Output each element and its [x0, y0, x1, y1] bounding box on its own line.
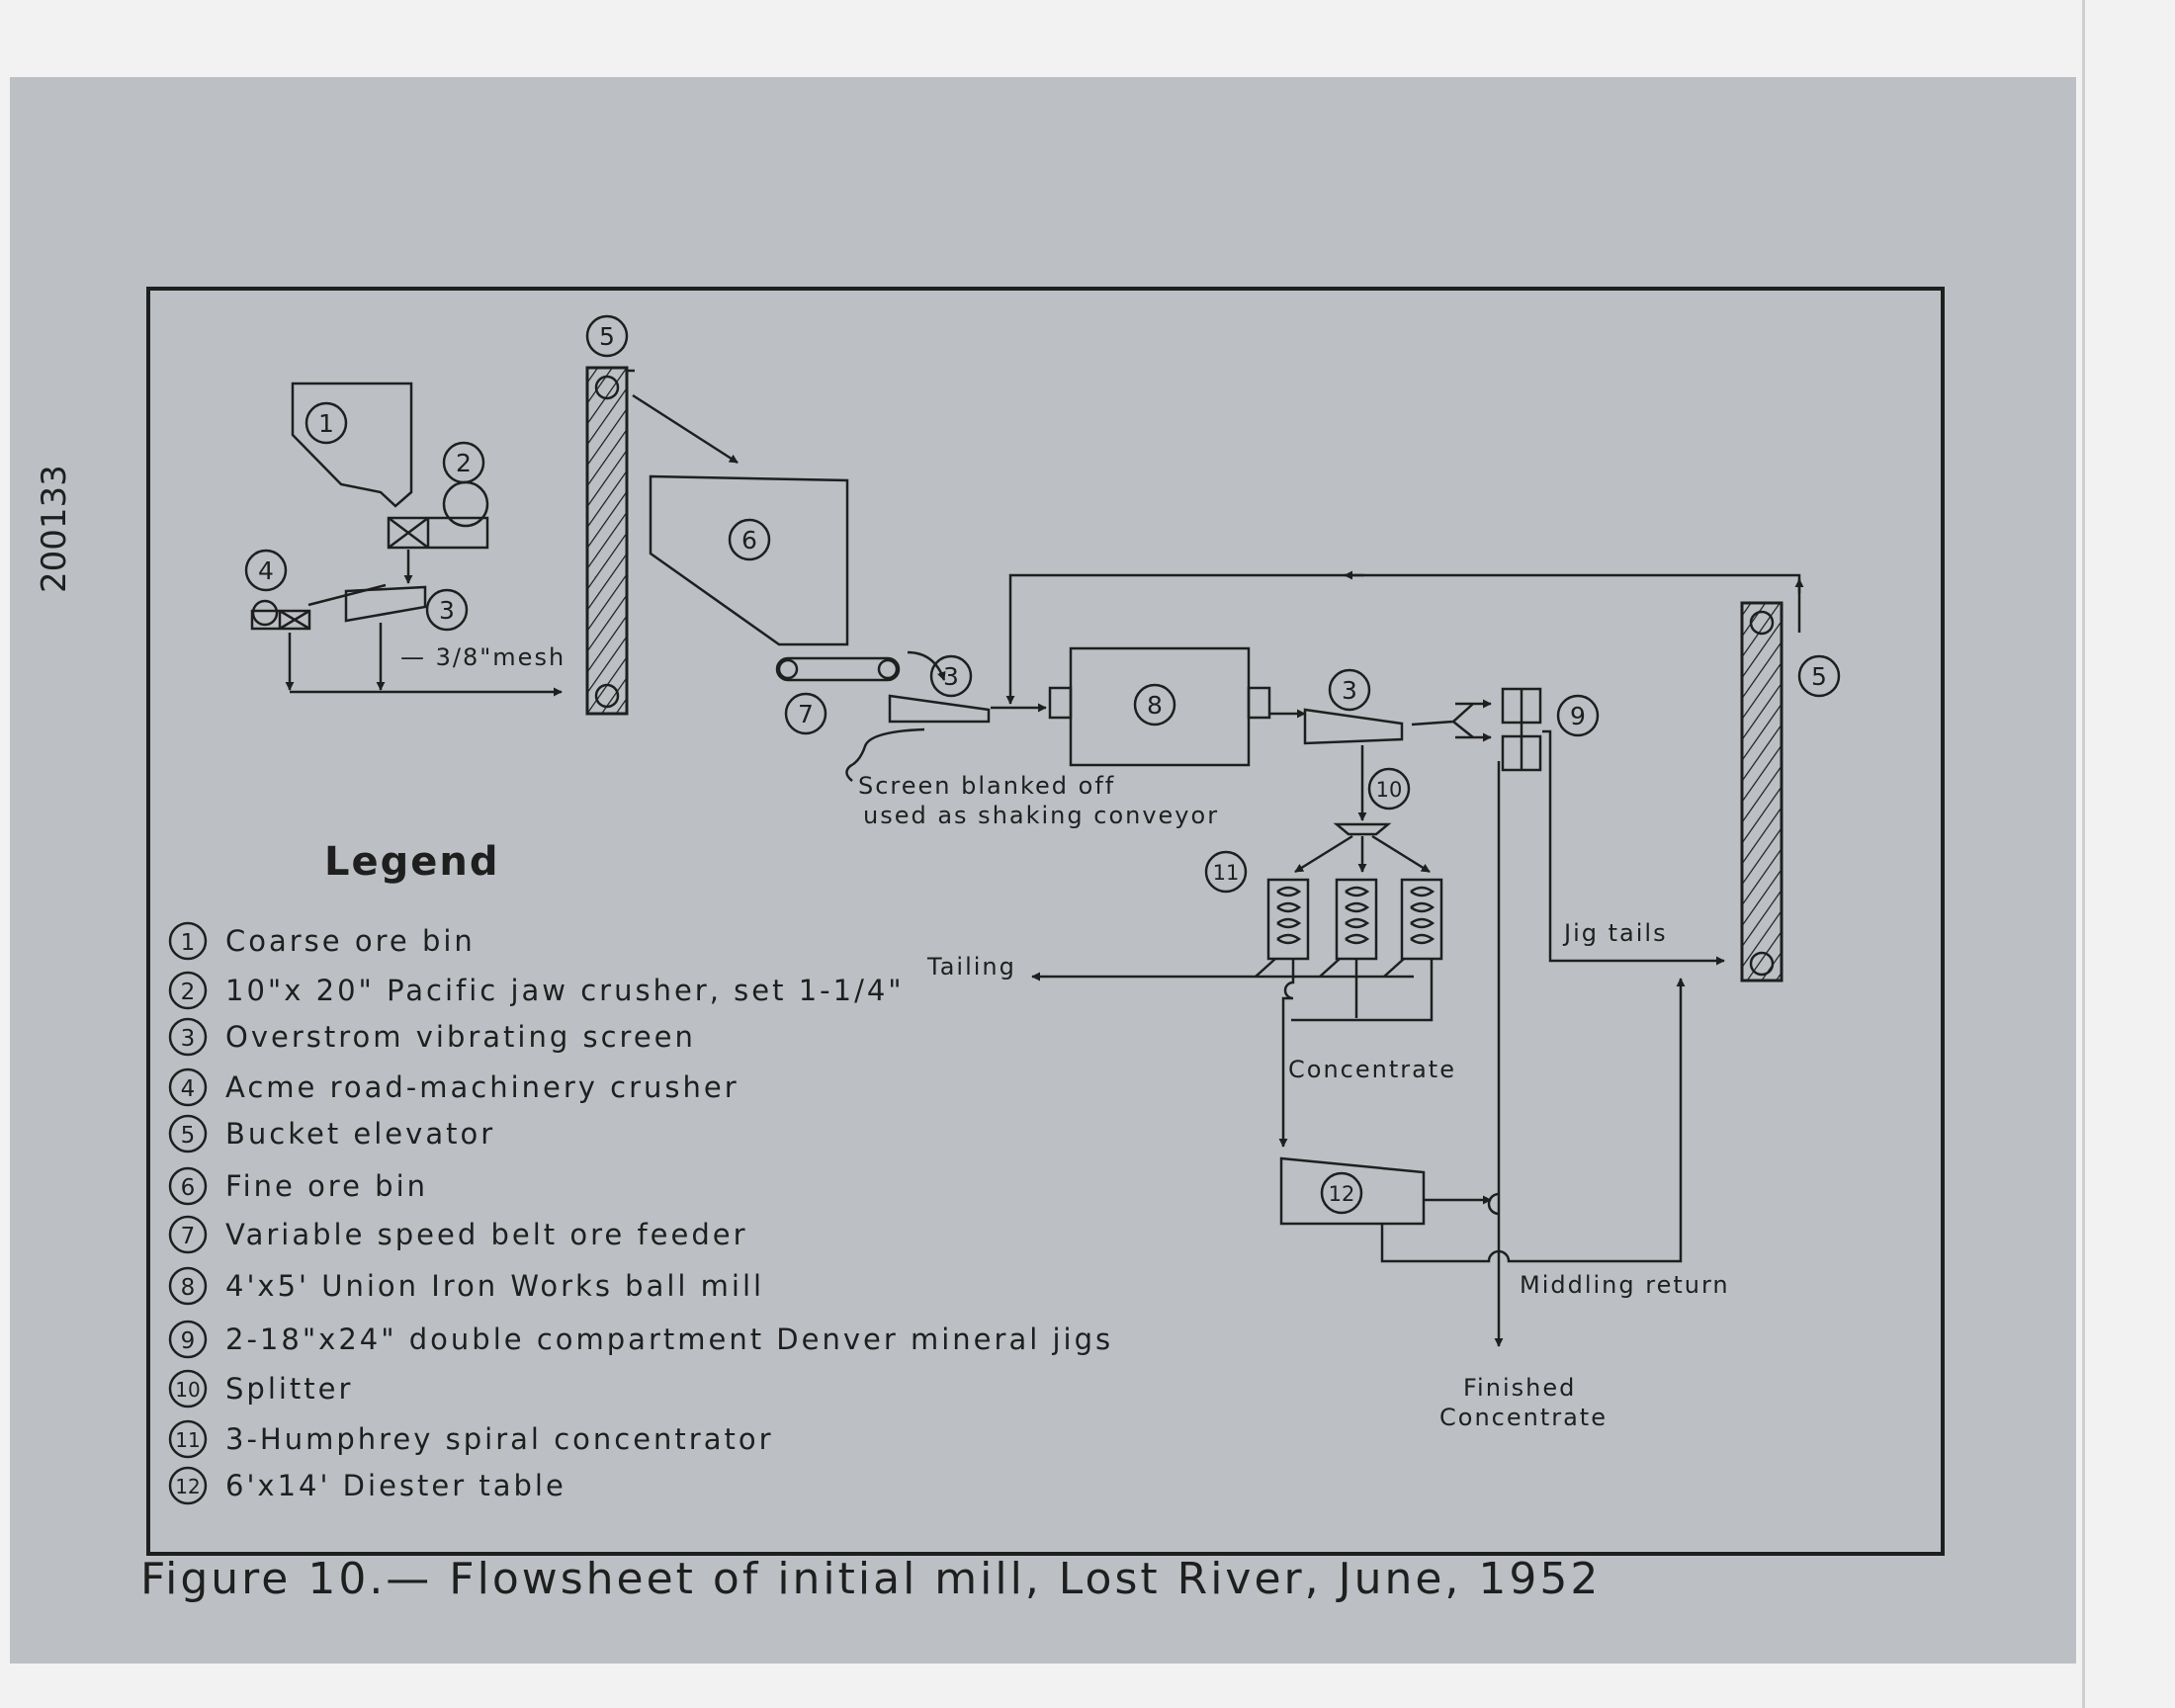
unit-11-marker	[1204, 850, 1248, 894]
drawing-sheet	[10, 77, 2076, 1664]
unit-8-number: 8	[1147, 691, 1163, 720]
fine-ore-bin	[649, 474, 849, 646]
unit-3c-marker	[1328, 668, 1371, 712]
middling-return-label: Middling return	[1520, 1271, 1730, 1299]
legend-item-5-label: Bucket elevator	[225, 1117, 495, 1151]
unit-4-marker	[244, 549, 288, 592]
diester-table	[1279, 1156, 1426, 1226]
legend-item-4-number: 4	[181, 1076, 196, 1102]
unit-6-marker	[728, 518, 771, 561]
mesh-label: — 3/8"mesh	[400, 643, 566, 671]
unit-7-number: 7	[798, 700, 814, 728]
legend-item-3-number: 3	[181, 1026, 196, 1052]
finished-label-line-1: Finished	[1463, 1374, 1576, 1402]
middling-return-line	[1380, 978, 1686, 1263]
legend-item-6-number: 6	[181, 1175, 196, 1201]
legend-item-8-number: 8	[181, 1275, 196, 1301]
legend-item-9-label: 2-18"x24" double compartment Denver mine…	[225, 1323, 1113, 1356]
side-stamp: 200133	[35, 465, 74, 593]
unit-5a-marker	[585, 314, 629, 358]
spiral-concentrator-1	[1266, 878, 1310, 961]
screen-note-line-2: used as shaking conveyor	[863, 802, 1219, 829]
concentrate-label: Concentrate	[1288, 1056, 1456, 1083]
jig-tails-line	[1542, 729, 1725, 966]
elevator-to-bin-arrow	[632, 393, 739, 465]
vibrating-screen-2	[888, 694, 991, 724]
unit-12-number: 12	[1329, 1182, 1355, 1206]
splitter	[1333, 822, 1392, 836]
legend-item-7-number: 7	[181, 1224, 196, 1249]
legend-item-2-number: 2	[181, 980, 196, 1005]
unit-3c-number: 3	[1342, 676, 1357, 705]
legend-item-6-label: Fine ore bin	[225, 1169, 428, 1203]
legend-item-11-label: 3-Humphrey spiral concentrator	[225, 1422, 774, 1456]
legend-item-2-label: 10"x 20" Pacific jaw crusher, set 1-1/4"	[225, 974, 905, 1007]
unit-2-number: 2	[456, 449, 472, 477]
screen-note-line-1: Screen blanked off	[858, 772, 1115, 800]
legend-item-5-number: 5	[181, 1123, 196, 1149]
spiral-concentrator-3	[1400, 878, 1443, 961]
unit-8-marker	[1133, 683, 1176, 726]
figure-caption: Figure 10.— Flowsheet of initial mill, L…	[140, 1554, 1601, 1604]
finished-label-line-2: Concentrate	[1439, 1404, 1608, 1431]
unit-9-number: 9	[1570, 702, 1586, 730]
screen-note-leader	[845, 727, 925, 782]
legend-item-8-label: 4'x5' Union Iron Works ball mill	[225, 1269, 764, 1303]
legend-item-12-number: 12	[175, 1475, 200, 1498]
legend-item-10-number: 10	[175, 1378, 200, 1402]
unit-10-marker	[1367, 767, 1411, 811]
tailing-line	[1255, 958, 1405, 978]
belt-feeder	[775, 656, 901, 682]
legend-title: Legend	[324, 839, 500, 885]
page-edge	[2082, 0, 2085, 1708]
unit-6-number: 6	[741, 526, 757, 555]
tailing-label: Tailing	[926, 953, 1016, 981]
legend-item-4-label: Acme road-machinery crusher	[225, 1070, 740, 1104]
legend-item-9-number: 9	[181, 1328, 196, 1354]
jig-tails-label: Jig tails	[1562, 919, 1668, 947]
vibrating-screen-3	[1303, 708, 1404, 745]
unit-5a-number: 5	[599, 322, 615, 351]
recirculation-line	[1005, 573, 1801, 705]
vibrating-screen-1	[344, 585, 427, 623]
diagram-frame	[146, 287, 1945, 1556]
unit-3a-number: 3	[439, 596, 455, 625]
bucket-elevator-1	[585, 366, 629, 716]
unit-3a-marker	[425, 588, 469, 632]
legend-item-7-label: Variable speed belt ore feeder	[225, 1218, 748, 1251]
unit-3b-number: 3	[943, 662, 959, 691]
unit-9-marker	[1556, 694, 1600, 737]
unit-4-number: 4	[258, 556, 274, 585]
jaw-crusher	[387, 516, 489, 550]
unit-12-marker	[1320, 1171, 1363, 1215]
unit-11-number: 11	[1213, 861, 1240, 885]
legend-item-11-number: 11	[175, 1428, 200, 1452]
unit-1-number: 1	[318, 409, 334, 438]
unit-10-number: 10	[1376, 778, 1403, 802]
jaw-crusher-flywheel	[442, 480, 489, 528]
legend-item-3-label: Overstrom vibrating screen	[225, 1020, 696, 1054]
concentrate-line	[1278, 959, 1295, 1148]
unit-5b-marker	[1797, 654, 1841, 698]
spiral-concentrator-2	[1335, 878, 1378, 961]
unit-7-marker	[784, 692, 827, 735]
unit-5b-number: 5	[1811, 662, 1827, 691]
unit-3b-marker	[929, 654, 973, 698]
legend-item-1-number: 1	[181, 930, 196, 956]
bucket-elevator-2	[1740, 601, 1784, 982]
coarse-ore-bin	[291, 382, 413, 508]
unit-2-marker	[442, 441, 485, 484]
road-crusher-wheel	[251, 599, 279, 627]
legend-item-12-label: 6'x14' Diester table	[225, 1469, 566, 1502]
legend-list: 1 Coarse ore bin 2 10"x 20" Pacific jaw …	[168, 921, 1113, 1505]
legend-item-1-label: Coarse ore bin	[225, 924, 476, 958]
unit-1-marker	[304, 401, 348, 445]
legend-item-10-label: Splitter	[225, 1372, 353, 1406]
